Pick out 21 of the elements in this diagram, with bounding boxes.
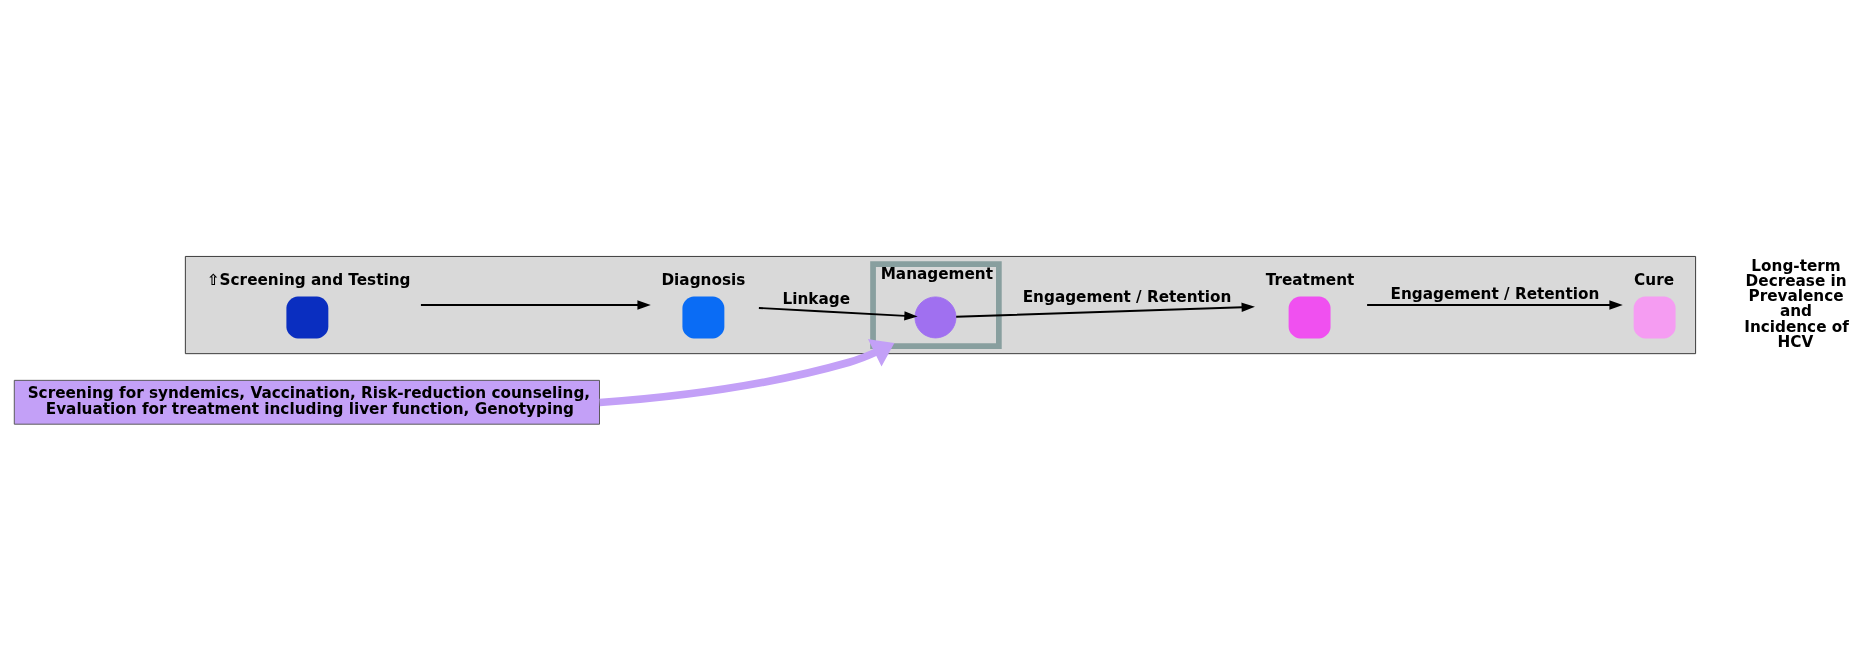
node-box <box>286 295 329 338</box>
node-box <box>682 295 725 338</box>
arrow <box>757 306 918 320</box>
arrow <box>419 299 651 310</box>
node-label: Diagnosis <box>661 270 746 289</box>
node-box: Screening for syndemics, Vaccination, Risk-reduction counseling, Evaluation for treatment including liver function, Genotyping <box>13 379 600 425</box>
arrow <box>1366 299 1623 310</box>
node-box <box>1288 295 1331 338</box>
cluster: Management <box>870 260 1002 349</box>
edge-label: Linkage <box>782 289 850 308</box>
cluster <box>184 255 1697 354</box>
label: Long-term Decrease in Prevalence and Incidence of HCV <box>1744 256 1849 351</box>
arrow <box>599 338 895 406</box>
edge-label: Engagement / Retention <box>1390 284 1600 303</box>
node-label: Cure <box>1634 270 1675 289</box>
edge-label: Engagement / Retention <box>1022 287 1232 306</box>
node-label: ⇧Screening and Testing <box>206 270 411 289</box>
node-circle <box>914 295 957 338</box>
node-label: Treatment <box>1265 270 1355 289</box>
arrow <box>955 302 1255 318</box>
node-box <box>1633 295 1676 338</box>
